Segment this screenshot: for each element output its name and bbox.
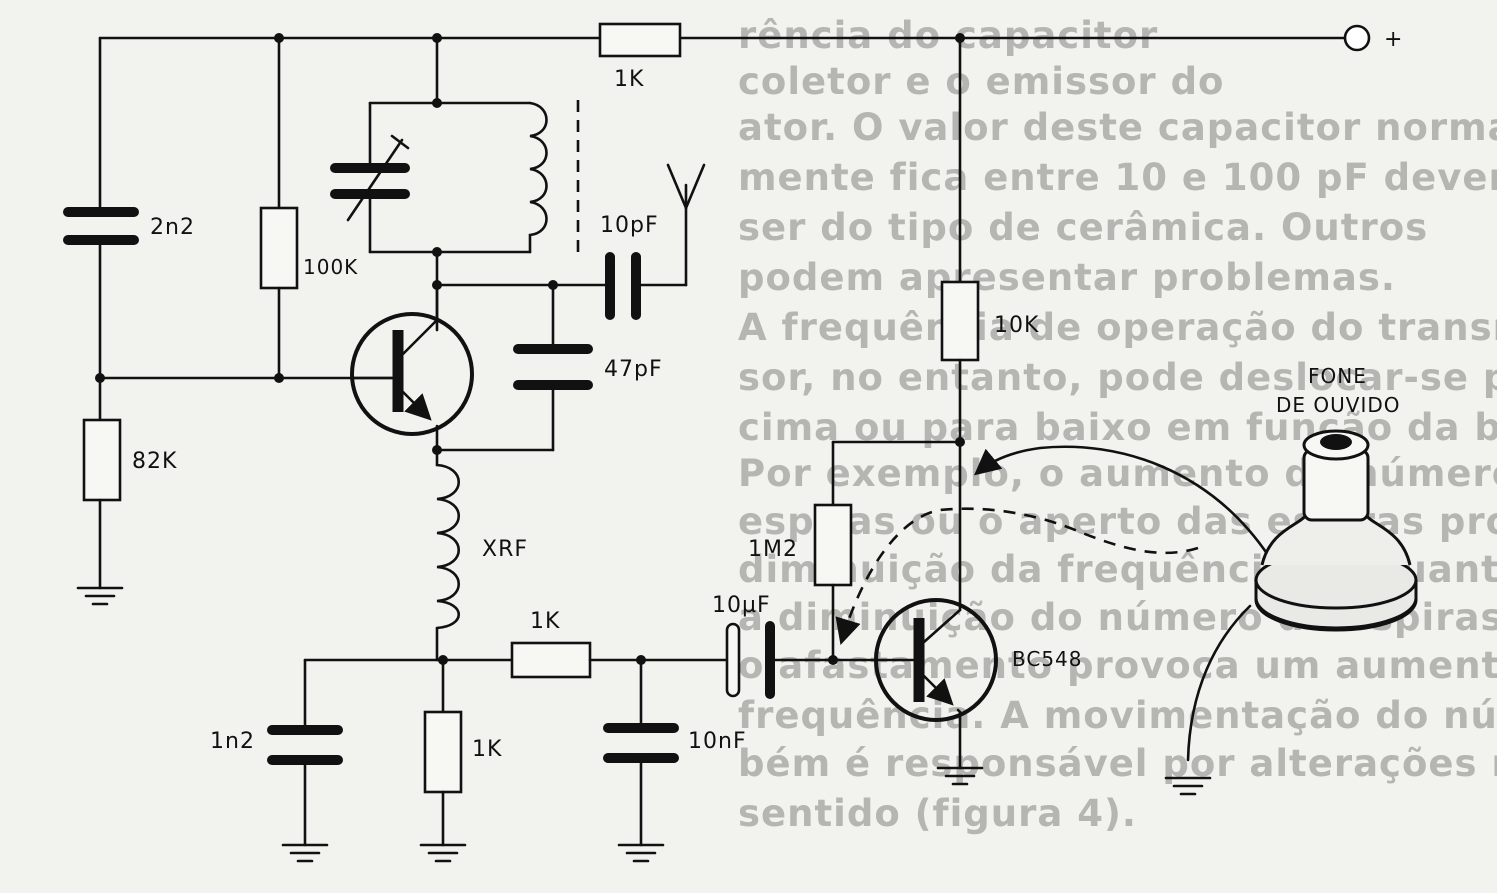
- headphone-leads: [835, 445, 1270, 796]
- bleed-through-line: coletor e o emissor do: [738, 60, 1225, 103]
- bleed-through-line: podem apresentar problemas.: [738, 256, 1396, 299]
- ground-symbol: [419, 843, 467, 863]
- bleed-through-line: frequência. A movimentação do núcleo tam…: [738, 694, 1497, 737]
- bottom-network: 1K 1n2 1K 10nF: [210, 609, 747, 863]
- resistor-1k-top-label: 1K: [614, 67, 644, 92]
- resistor-1k-bottom-label: 1K: [472, 737, 502, 762]
- transistor-label: BC548: [1012, 647, 1083, 671]
- variable-capacitor-arrow: [346, 138, 404, 222]
- bleed-through-line: ator. O valor deste capacitor normal-: [738, 106, 1497, 149]
- oscillator-transistor: [350, 283, 474, 452]
- earphone-illustration: FONE DE OUVIDO: [1254, 364, 1418, 632]
- supply-rail: +: [98, 24, 1403, 52]
- capacitor-47pf-label: 47pF: [604, 357, 663, 382]
- tank-circuit: [330, 36, 580, 332]
- bleed-through-line: o afastamento provoca um aumento de: [738, 644, 1497, 687]
- ground-symbol: [281, 843, 329, 863]
- bleed-through-line: rência do capacitor: [738, 14, 1159, 57]
- tank-coil: [528, 101, 548, 254]
- resistor-82k: 82K: [82, 418, 177, 590]
- ground-symbol: [76, 586, 124, 606]
- bleed-through-line: mente fica entre 10 e 100 pF devendo: [738, 156, 1497, 199]
- resistor-1k-bottom: [423, 710, 463, 794]
- resistor-82k-label: 82K: [132, 449, 177, 474]
- resistor-100k: 100K: [259, 36, 358, 380]
- bleed-through-line: A frequência de operação do transmis-: [738, 306, 1497, 349]
- resistor-1m2-label: 1M2: [748, 537, 798, 562]
- ground-symbol: [617, 843, 665, 863]
- bc548-transistor: BC548: [874, 598, 1083, 770]
- headphone-label-line2: DE OUVIDO: [1276, 393, 1401, 417]
- headphone-label-line1: FONE: [1308, 364, 1367, 388]
- bleed-through-line: bém é responsável por alterações neste: [738, 742, 1497, 785]
- capacitor-2n2: 2n2: [63, 36, 195, 422]
- capacitor-2n2-label: 2n2: [150, 215, 195, 240]
- supply-terminal: [1343, 24, 1371, 52]
- resistor-1k-top: 1K: [598, 22, 682, 92]
- resistor-100k-label: 100K: [303, 255, 358, 279]
- bleed-through-line: sor, no entanto, pode deslocar-se para: [738, 356, 1497, 399]
- capacitor-10pf: 10pF: [435, 213, 688, 320]
- rf-choke-xrf: XRF: [435, 448, 528, 662]
- resistor-1k-mid-label: 1K: [530, 609, 560, 634]
- bleed-through-line: sentido (figura 4).: [738, 792, 1137, 835]
- capacitor-10uf-label: 10µF: [712, 593, 771, 618]
- resistor-1m2: 1M2: [748, 440, 962, 662]
- antenna-symbol: [666, 163, 706, 287]
- capacitor-10uf: 10µF: [712, 593, 878, 699]
- supply-plus-label: +: [1384, 27, 1403, 52]
- xrf-label: XRF: [482, 537, 528, 562]
- capacitor-47pf: 47pF: [435, 283, 663, 452]
- capacitor-10pf-label: 10pF: [600, 213, 659, 238]
- bleed-through-line: ser do tipo de cerâmica. Outros: [738, 206, 1429, 249]
- junction-dots: [95, 33, 965, 665]
- resistor-1k-mid: [510, 641, 592, 679]
- capacitor-10nf-label: 10nF: [688, 729, 747, 754]
- capacitor-1n2-label: 1n2: [210, 729, 255, 754]
- bleed-through-text: rência do capacitor coletor e o emissor …: [730, 0, 1497, 893]
- resistor-10k-label: 10K: [994, 313, 1039, 338]
- ground-symbol: [936, 766, 984, 786]
- bleed-through-line: Por exemplo, o aumento do número de: [738, 452, 1497, 495]
- resistor-10k: 10K: [940, 36, 1039, 612]
